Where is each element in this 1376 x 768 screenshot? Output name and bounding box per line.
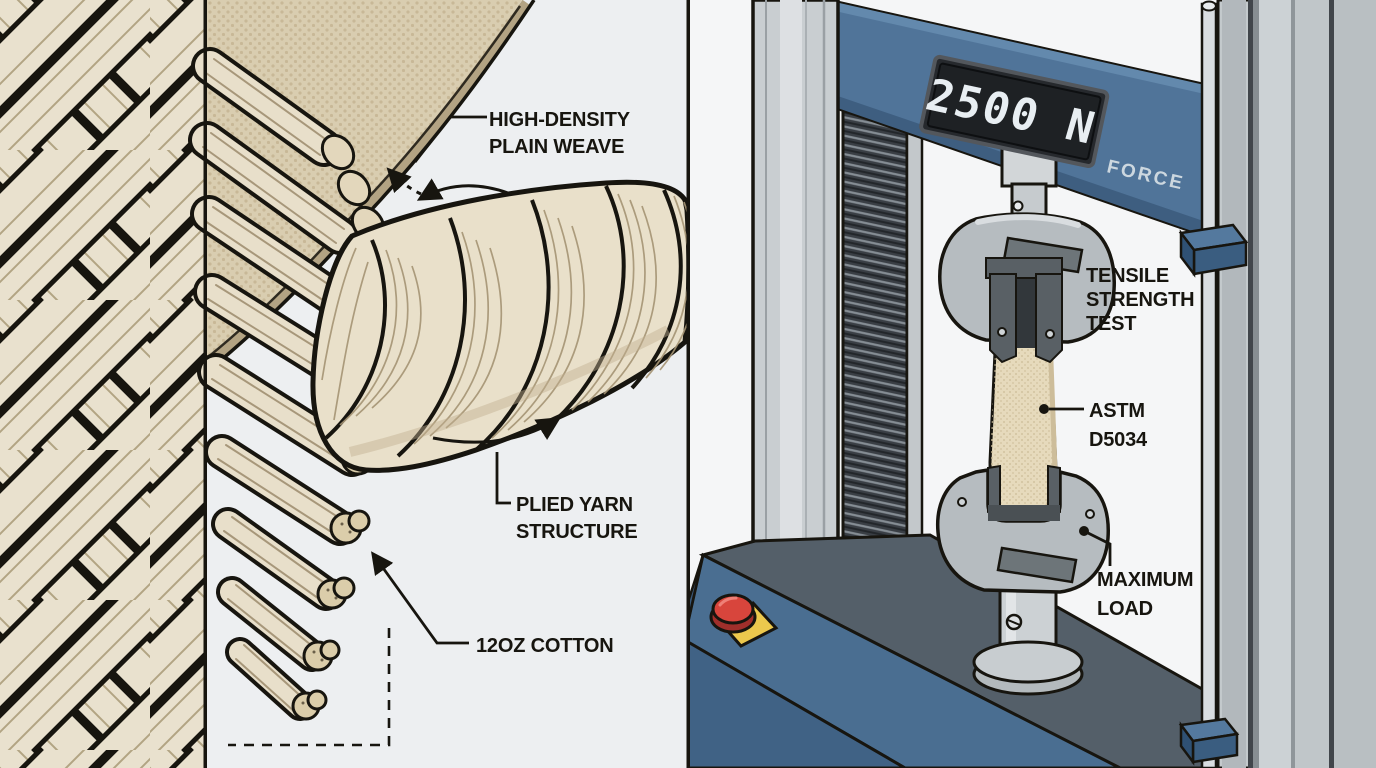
lower-grip	[935, 464, 1110, 594]
yarn-strand	[191, 47, 343, 167]
weave-closeup-panel	[0, 0, 206, 768]
leader-line	[495, 452, 511, 505]
yarn-detail-panel: HIGH-DENSITY PLAIN WEAVE PLIED YARN STRU…	[188, 0, 698, 768]
rope-ply-divisions	[324, 185, 683, 458]
lower-jaw-shadow	[988, 505, 1060, 521]
callout-high-density: HIGH-DENSITY PLAIN WEAVE	[413, 109, 635, 163]
specimen-texture	[990, 330, 1056, 512]
display-screen	[926, 62, 1102, 161]
yarn-strand	[204, 434, 358, 546]
beam-top-highlight	[826, 0, 1218, 97]
emergency-stop-button	[709, 593, 779, 648]
twist-arrow-top	[416, 178, 509, 201]
rope-shading	[348, 325, 671, 457]
machine-column-left	[751, 0, 840, 562]
tensile-machine-panel: 2500 N FORCE TENSILE STRENGTH	[686, 0, 1376, 768]
grip-bolt	[1045, 329, 1055, 339]
high-density-label: HIGH-DENSITY PLAIN WEAVE	[489, 109, 635, 158]
leader-line	[413, 115, 487, 163]
plied-yarn-label: PLIED YARN STRUCTURE	[516, 494, 638, 543]
cotton-label: 12OZ COTTON	[476, 635, 613, 657]
grip-bolt	[997, 327, 1007, 337]
twist-arrow-bottom	[432, 417, 562, 444]
yarn-strand	[211, 507, 343, 611]
twist-arrow-dashed	[386, 167, 422, 196]
grip-bolt	[957, 497, 967, 507]
callout-plied-yarn: PLIED YARN STRUCTURE	[495, 452, 638, 543]
rope-fiber-lines	[321, 193, 698, 445]
upper-jaw-right	[1035, 273, 1063, 364]
tensile-test-label: TENSILE STRENGTH TEST	[1086, 265, 1200, 335]
callout-astm: ASTM D5034	[1039, 400, 1150, 451]
rod-clamp-top	[1178, 223, 1249, 278]
callout-tensile-test: TENSILE STRENGTH TEST	[1086, 265, 1200, 335]
yarn-strand	[216, 576, 328, 672]
upper-jaw-gap	[1016, 274, 1036, 348]
yarn-strand	[188, 121, 359, 255]
callout-maximum-load: MAXIMUM LOAD	[1079, 526, 1199, 620]
right-pillar	[1216, 0, 1376, 768]
guide-rod	[1178, 0, 1249, 768]
callout-cotton: 12OZ COTTON	[371, 551, 614, 657]
plied-rope	[310, 179, 698, 473]
upper-grip-top-highlight	[975, 214, 1081, 228]
load-cell-pin	[1012, 200, 1024, 212]
grip-bolt	[1085, 509, 1095, 519]
rod-cap	[1201, 0, 1217, 12]
panel-divider-left	[203, 0, 207, 768]
upper-jaw-left	[989, 273, 1017, 364]
panel-divider-right	[686, 0, 690, 768]
weave-texture	[0, 0, 206, 768]
maximum-load-label: MAXIMUM LOAD	[1097, 569, 1199, 620]
astm-label: ASTM D5034	[1089, 400, 1150, 451]
callout-dot	[1039, 404, 1049, 414]
grip-base-cylinder	[972, 586, 1084, 696]
upper-grip	[938, 212, 1116, 364]
twist-direction-arrows	[386, 167, 562, 444]
yarn-strand	[225, 637, 315, 721]
force-display: 2500 N	[919, 54, 1110, 169]
lower-grip-slot	[996, 546, 1078, 584]
machine-base	[686, 533, 1220, 768]
cover-edge-strip	[905, 76, 924, 547]
crop-corner-dashed	[228, 628, 391, 747]
rod-clamp-bottom	[1178, 717, 1240, 766]
leader-line	[1083, 529, 1112, 566]
leader-line-arrow	[371, 551, 469, 645]
estop-highlight	[718, 596, 738, 607]
